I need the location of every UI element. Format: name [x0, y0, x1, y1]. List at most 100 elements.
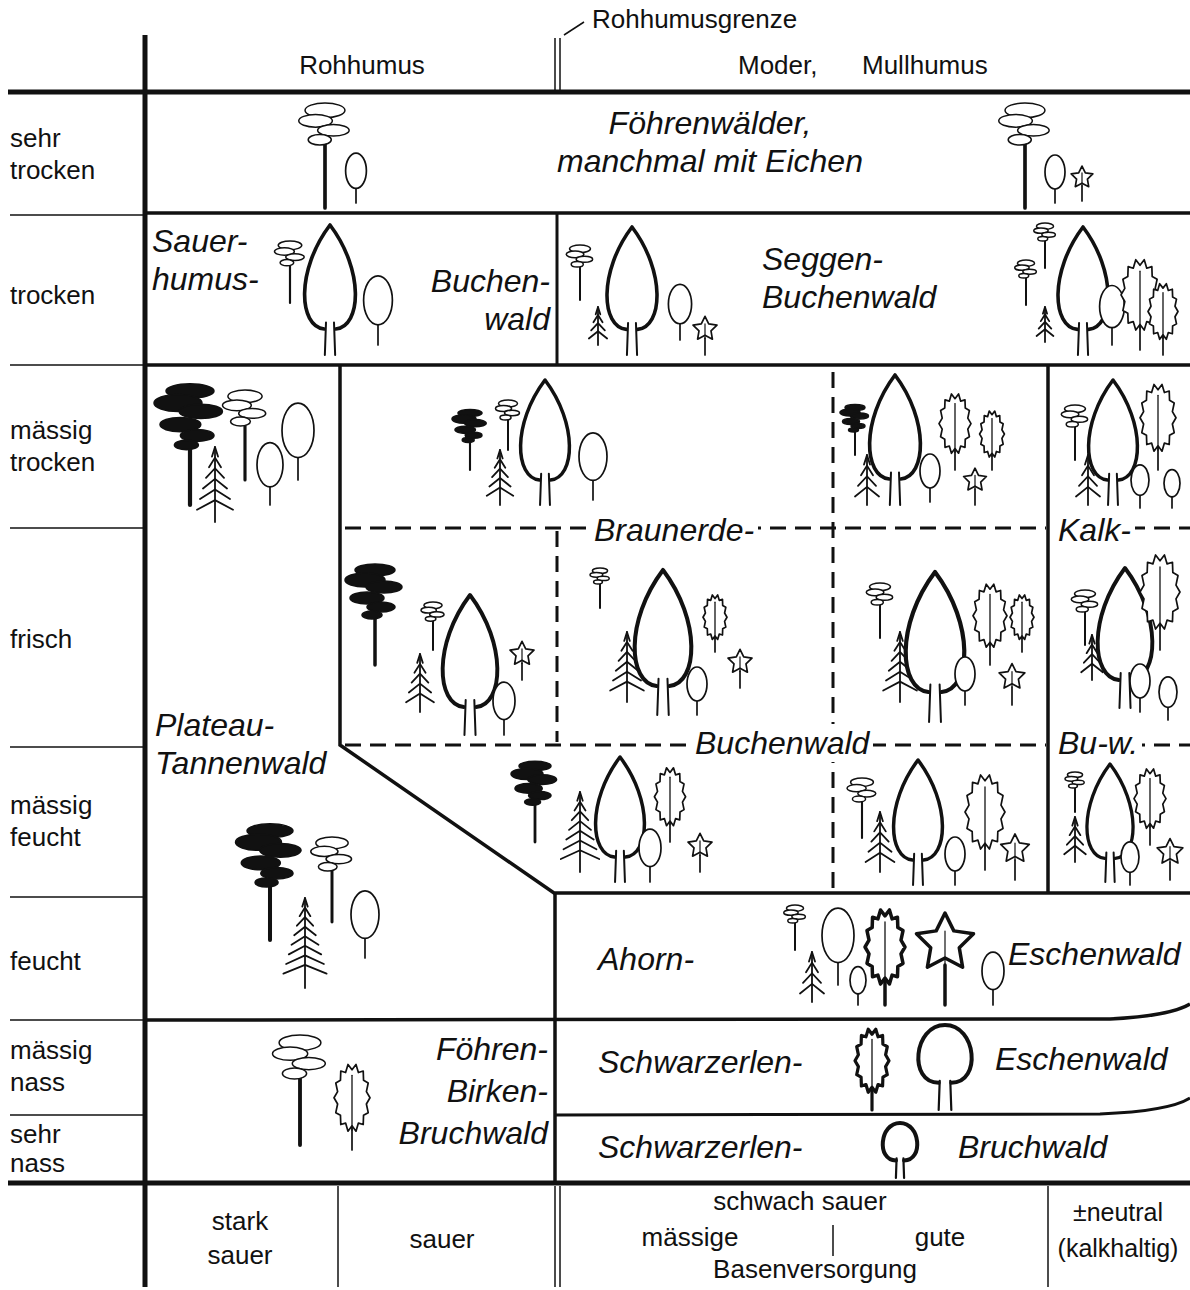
- forest-type-name: Braunerde-: [590, 511, 758, 549]
- tree-icon: [1164, 470, 1180, 508]
- axis-label: Mullhumus: [862, 50, 988, 80]
- frame-line: [10, 364, 145, 366]
- tree-icon: [982, 952, 1004, 1005]
- forest-region: Ahorn-Eschenwald: [555, 893, 1190, 1020]
- tree-icon: [589, 307, 607, 345]
- tree-icon: [1140, 555, 1180, 650]
- tree-icon: [257, 443, 283, 505]
- axis-label: Moder,: [738, 50, 818, 80]
- tree-icon: [510, 641, 534, 680]
- tree-icon: [850, 967, 866, 1005]
- tree-icon: [282, 403, 314, 480]
- tree-icon: [894, 760, 943, 885]
- tree-icon: [1058, 227, 1108, 355]
- tree-icon: [965, 775, 1005, 870]
- tree-icon: [1065, 772, 1084, 812]
- forest-region: Braunerde- Buchenwald: [340, 365, 1048, 893]
- frame-line: [145, 1004, 1190, 1020]
- axis-label: gute: [880, 1222, 1000, 1252]
- tree-icon: [1037, 307, 1054, 342]
- forest-type-name: Eschenwald: [995, 1040, 1168, 1078]
- tree-icon: [964, 468, 987, 505]
- forest-region: Sauer- humus-Buchen- wald: [145, 213, 557, 365]
- tree-icon: [1071, 590, 1097, 645]
- tree-icon: [275, 241, 305, 303]
- tree-icon: [865, 910, 905, 1005]
- axis-label: stark sauer: [180, 1204, 300, 1272]
- forest-type-name: Plateau- Tannenwald: [155, 706, 350, 782]
- tree-icon: [607, 227, 657, 355]
- frame-line: [8, 90, 1190, 95]
- axis-label: trocken: [10, 280, 110, 310]
- forest-type-name: Bruchwald: [958, 1128, 1107, 1166]
- frame-line: [10, 214, 145, 216]
- tree-icon: [1015, 260, 1037, 305]
- forest-region: Seggen- Buchenwald: [557, 213, 1190, 365]
- tree-icon: [668, 284, 691, 340]
- tree-icon: [236, 824, 302, 940]
- tree-icon: [406, 654, 434, 712]
- axis-label: Rohhumusgrenze: [592, 4, 797, 34]
- tree-icon: [305, 225, 356, 355]
- tree-icon: [566, 245, 592, 300]
- tree-icon: [273, 1035, 326, 1145]
- tree-icon: [1121, 842, 1139, 885]
- tree-icon: [800, 952, 824, 1002]
- tree-icon: [1064, 817, 1086, 862]
- tree-icon: [906, 572, 965, 722]
- tree-icon: [635, 570, 692, 715]
- tree-icon: [866, 812, 895, 872]
- forest-region: Föhrenwälder, manchmal mit Eichen: [145, 92, 1190, 213]
- frame-line: [10, 1019, 145, 1021]
- tree-icon: [980, 411, 1005, 470]
- tree-icon: [1010, 595, 1034, 652]
- axis-label: Basenversorgung: [700, 1254, 930, 1284]
- frame-line: [553, 893, 557, 1183]
- axis-label: sehr nass: [10, 1120, 110, 1178]
- tree-icon: [590, 568, 609, 608]
- frame-line: [555, 38, 560, 90]
- tree-icon: [452, 409, 486, 470]
- tree-icon: [1061, 405, 1087, 460]
- forest-type-name: Buchenwald: [691, 724, 873, 762]
- tree-icon: [1130, 664, 1150, 712]
- tree-icon: [916, 913, 973, 1005]
- tree-icon: [511, 761, 557, 842]
- forest-region: Plateau- Tannenwald: [145, 365, 555, 1020]
- frame-line: [337, 1186, 339, 1287]
- forest-type-name: Sauer- humus-: [152, 222, 280, 298]
- tree-icon: [1131, 465, 1149, 508]
- tree-icon: [346, 153, 367, 203]
- tree-icon: [1134, 769, 1166, 845]
- tree-icon: [443, 595, 498, 735]
- tree-icon: [334, 1064, 370, 1150]
- tree-icon: [999, 103, 1049, 208]
- tree-icon: [311, 837, 352, 922]
- forest-type-name: Schwarzerlen-: [598, 1043, 803, 1081]
- tree-icon: [1159, 677, 1177, 720]
- tree-icon: [299, 103, 349, 208]
- forest-type-name: Bu-w.: [1054, 724, 1142, 762]
- axis-label: mässig feucht: [10, 789, 110, 853]
- tree-icon: [688, 833, 712, 872]
- forest-type-name: Ahorn-: [598, 940, 694, 978]
- axis-label: sauer: [380, 1224, 504, 1254]
- tree-icon: [351, 891, 379, 958]
- forest-type-name: Schwarzerlen-: [598, 1128, 803, 1166]
- frame-line: [145, 363, 1190, 367]
- forest-region: Schwarzerlen- Bruchwald: [555, 1115, 1190, 1183]
- frame-line: [832, 1225, 834, 1256]
- axis-label: mässig trocken: [10, 414, 110, 478]
- tree-icon: [639, 829, 661, 882]
- tree-icon: [283, 898, 326, 988]
- tree-icon: [364, 276, 393, 345]
- tree-icon: [973, 584, 1007, 665]
- dashed-boundary: [556, 531, 559, 742]
- frame-line: [10, 896, 145, 898]
- tree-icon: [847, 778, 876, 838]
- frame-line: [10, 746, 145, 748]
- tree-icon: [1140, 384, 1176, 470]
- tree-icon: [920, 454, 940, 502]
- tree-icon: [1045, 155, 1065, 203]
